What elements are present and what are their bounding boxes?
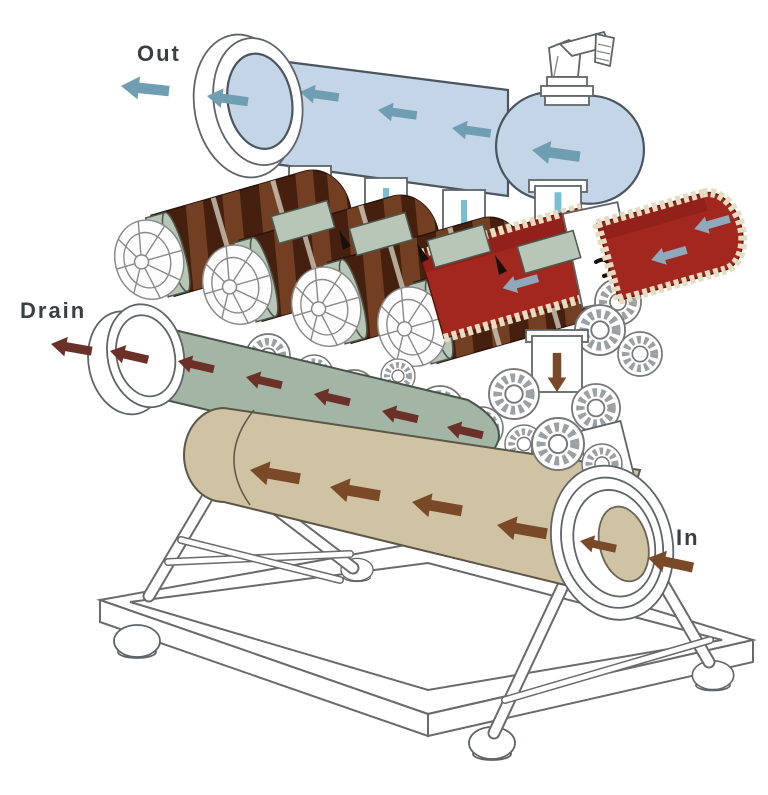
drain-label: Drain <box>20 298 86 323</box>
backwash-filter-rear <box>592 188 748 305</box>
inlet-flange <box>549 464 675 621</box>
out-arrow <box>119 74 171 103</box>
frame-foot <box>113 624 161 659</box>
in-label: In <box>676 525 700 550</box>
inlet-manifold <box>183 406 675 621</box>
drain-arrow <box>49 334 94 361</box>
out-label: Out <box>137 41 181 66</box>
air-release-valve <box>540 30 616 106</box>
outlet-flange <box>192 33 304 179</box>
outlet-manifold <box>192 30 646 205</box>
flow-labels: Out Drain In <box>20 41 700 579</box>
